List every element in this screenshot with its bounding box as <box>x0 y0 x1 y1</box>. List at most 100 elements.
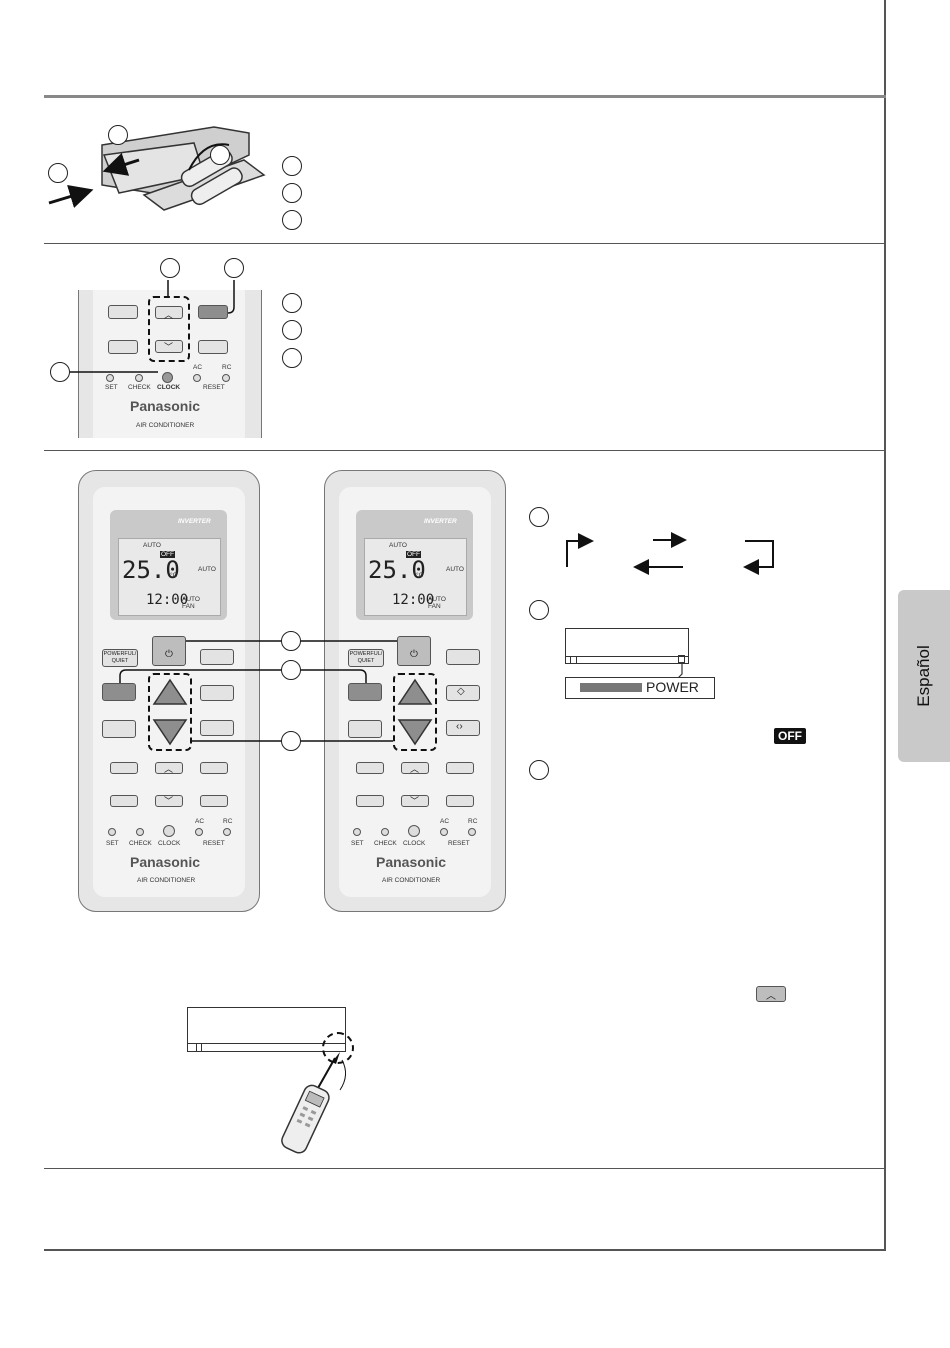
down-arrow-icon: ﹀ <box>410 796 420 806</box>
clock-label: CLOCK <box>157 384 181 391</box>
remote-right-button-r5a[interactable] <box>356 795 384 807</box>
lcd-fan2-right: FAN <box>428 603 441 610</box>
remote-left-button-ml[interactable] <box>102 720 136 738</box>
ac-button-left[interactable] <box>195 828 203 836</box>
step-marker-2a <box>160 258 180 278</box>
clock-button-right[interactable] <box>408 825 420 837</box>
mode-button-left[interactable] <box>102 683 136 701</box>
rc-button[interactable] <box>222 374 230 382</box>
remote-right-timer-down[interactable]: ﹀ <box>401 795 429 807</box>
vertical-swing-button-right[interactable]: ◇ <box>446 685 480 701</box>
remote-right-timer-up[interactable]: ︿ <box>401 762 429 774</box>
temp-down-button-left[interactable] <box>151 717 189 747</box>
check-button[interactable] <box>135 374 143 382</box>
step-marker-r3 <box>529 760 549 780</box>
horizontal-swing-button-right[interactable]: ‹› <box>446 720 480 736</box>
remote-left-button-tr[interactable] <box>200 649 234 665</box>
lcd-off-left: OFF <box>160 551 175 558</box>
lcd-fan1-left: AUTO <box>182 596 200 603</box>
ac-label-right: AC <box>440 818 450 825</box>
power-icon: ⏻ <box>410 649 418 660</box>
clock-up-button[interactable]: ︿ <box>155 306 183 320</box>
brand-logo-left: Panasonic <box>130 854 201 870</box>
step-marker-s1-1 <box>282 156 302 176</box>
temp-up-button-left[interactable] <box>151 677 189 707</box>
set-label-right: SET <box>351 840 364 847</box>
section-rule-2 <box>44 450 886 451</box>
mode-button-right[interactable] <box>348 683 382 701</box>
language-tab[interactable]: Español <box>898 590 950 762</box>
check-button-left[interactable] <box>136 828 144 836</box>
rc-label-right: RC <box>468 818 478 825</box>
off-badge: OFF <box>774 728 806 744</box>
power-button-left[interactable]: ⏻ <box>152 636 186 666</box>
powerful-quiet-button-left[interactable]: POWERFUL/ QUIET <box>102 649 138 667</box>
set-button-left[interactable] <box>108 828 116 836</box>
rc-button-right[interactable] <box>468 828 476 836</box>
set-button[interactable] <box>106 374 114 382</box>
down-arrow-icon: ﹀ <box>164 342 174 352</box>
lcd-swing-right: AUTO <box>446 566 464 573</box>
remote-left-button-mr[interactable] <box>200 685 234 701</box>
clock-button[interactable] <box>162 372 173 383</box>
ac-button-right[interactable] <box>440 828 448 836</box>
remote-left-button-r4c[interactable] <box>200 762 228 774</box>
clock-down-button[interactable]: ﹀ <box>155 340 183 353</box>
set-button-right[interactable] <box>353 828 361 836</box>
power-indicator: POWER <box>565 677 715 699</box>
rc-button-left[interactable] <box>223 828 231 836</box>
lcd-mode-right: AUTO <box>389 542 407 549</box>
indoor-unit-large <box>187 1007 346 1052</box>
remote-left-button-r5c[interactable] <box>200 795 228 807</box>
remote-right-button-r4a[interactable] <box>356 762 384 774</box>
step-marker-1a <box>108 125 128 145</box>
remote-left-button-r4a[interactable] <box>110 762 138 774</box>
powerful-label-right: POWERFUL/ <box>349 651 383 657</box>
clock-fragment-button-4[interactable] <box>198 340 228 354</box>
remote-subtitle: AIR CONDITIONER <box>136 422 195 429</box>
inverter-logo-right: INVERTER <box>424 518 457 525</box>
brand-logo-right: Panasonic <box>376 854 447 870</box>
remote-right-button-r4c[interactable] <box>446 762 474 774</box>
power-button-right[interactable]: ⏻ <box>397 636 431 666</box>
remote-left-button-r5a[interactable] <box>110 795 138 807</box>
clock-fragment-button-2[interactable] <box>108 340 138 354</box>
clock-label-left: CLOCK <box>158 840 181 847</box>
clock-button-left[interactable] <box>163 825 175 837</box>
remote-left-timer-down[interactable]: ﹀ <box>155 795 183 807</box>
battery-illustration <box>44 115 274 225</box>
page-right-border <box>884 0 886 1250</box>
check-button-right[interactable] <box>381 828 389 836</box>
lcd-unit-left: °C <box>170 572 178 579</box>
remote-right-button-tr[interactable] <box>446 649 480 665</box>
step-marker-r2 <box>529 600 549 620</box>
temp-up-button-right[interactable] <box>396 677 434 707</box>
step-marker-r1 <box>529 507 549 527</box>
lcd-swing-left: AUTO <box>198 566 216 573</box>
power-indicator-lamp <box>580 683 642 692</box>
step-marker-1b <box>48 163 68 183</box>
step-marker-2b <box>224 258 244 278</box>
ac-button[interactable] <box>193 374 201 382</box>
remote-left-button-br[interactable] <box>200 720 234 736</box>
remote-right-button-ml[interactable] <box>348 720 382 738</box>
powerful-quiet-button-right[interactable]: POWERFUL/ QUIET <box>348 649 384 667</box>
inline-up-button: ︿ <box>756 986 786 1002</box>
step-marker-s2-2 <box>282 320 302 340</box>
clock-fragment-button-1[interactable] <box>108 305 138 319</box>
temp-down-button-right[interactable] <box>396 717 434 747</box>
rc-label-left: RC <box>223 818 233 825</box>
lcd-panel-right: INVERTER AUTO OFF 25.0 °C AUTO 12:00 AUT… <box>356 510 473 620</box>
power-indicator-label: POWER <box>646 679 699 695</box>
step-marker-3a <box>281 631 301 651</box>
up-arrow-icon: ︿ <box>766 991 776 1002</box>
lcd-temperature-left: 25.0 <box>122 556 180 584</box>
clock-set-button[interactable] <box>198 305 228 319</box>
remote-right-button-r5c[interactable] <box>446 795 474 807</box>
ac-label-left: AC <box>195 818 205 825</box>
battery-drawing <box>48 126 266 211</box>
lcd-unit-right: °C <box>416 572 424 579</box>
remote-left-timer-up[interactable]: ︿ <box>155 762 183 774</box>
section-rule-4 <box>44 1249 886 1251</box>
step-marker-2c <box>50 362 70 382</box>
